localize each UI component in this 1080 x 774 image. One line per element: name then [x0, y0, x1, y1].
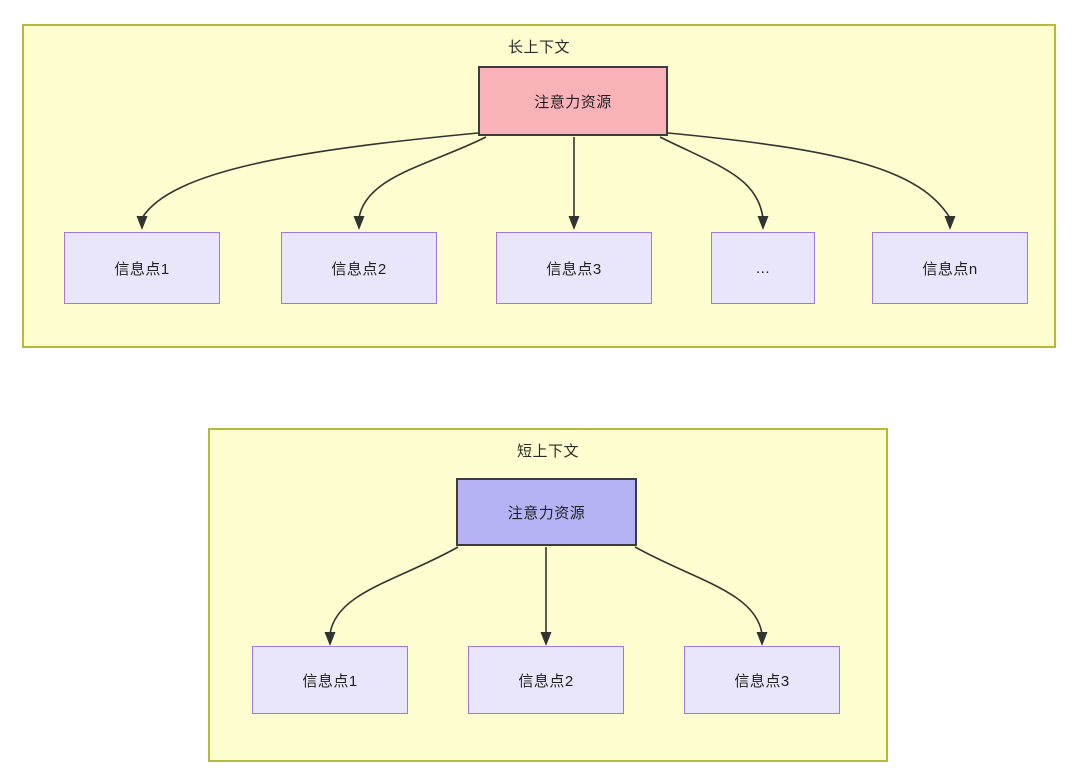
short-context-leaf-3-label: 信息点3: [734, 672, 790, 690]
long-context-leaf-ellipsis-label: ...: [755, 259, 770, 277]
short-context-root-label: 注意力资源: [507, 504, 586, 522]
short-context-leaf-3[interactable]: 信息点3: [684, 646, 840, 714]
short-context-root-node[interactable]: 注意力资源: [456, 478, 637, 546]
long-context-leaf-1[interactable]: 信息点1: [64, 232, 220, 304]
short-context-leaf-2-label: 信息点2: [518, 672, 574, 690]
short-context-leaf-2[interactable]: 信息点2: [468, 646, 624, 714]
short-context-leaf-1-label: 信息点1: [302, 672, 358, 690]
short-context-leaf-1[interactable]: 信息点1: [252, 646, 408, 714]
long-context-leaf-2[interactable]: 信息点2: [281, 232, 437, 304]
long-context-leaf-3-label: 信息点3: [546, 260, 602, 278]
long-context-leaf-n[interactable]: 信息点n: [872, 232, 1028, 304]
long-context-leaf-1-label: 信息点1: [114, 260, 170, 278]
long-context-leaf-3[interactable]: 信息点3: [496, 232, 652, 304]
long-context-root-node[interactable]: 注意力资源: [478, 66, 668, 136]
long-context-root-label: 注意力资源: [534, 93, 612, 111]
panel-short-context-title: 短上下文: [516, 443, 579, 460]
panel-long-context-title: 长上下文: [507, 39, 570, 56]
long-context-leaf-2-label: 信息点2: [331, 260, 387, 278]
long-context-leaf-n-label: 信息点n: [922, 260, 978, 278]
long-context-leaf-ellipsis[interactable]: ...: [711, 232, 815, 304]
